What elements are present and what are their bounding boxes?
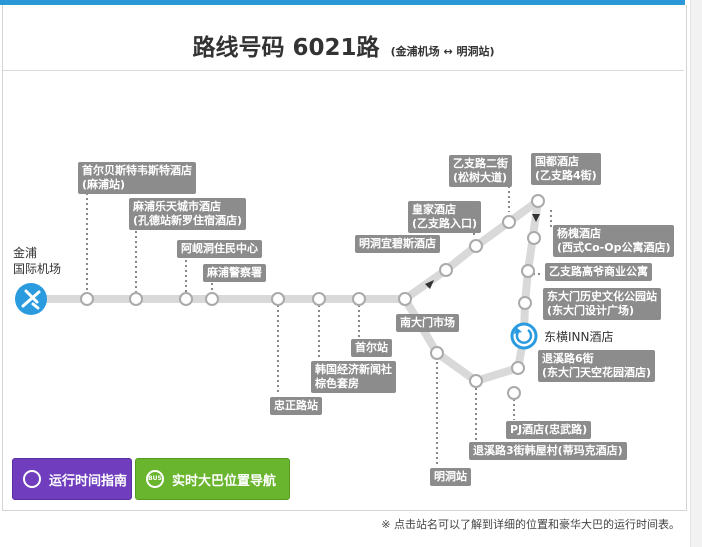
stop-marker[interactable] (527, 231, 541, 245)
stop-label-pj-hotel[interactable]: PJ酒店(忠武路) (506, 421, 592, 439)
stop-label-seoul-station[interactable]: 首尔站 (351, 339, 392, 357)
stop-label-korea-economic-daily[interactable]: 韩国经济新闻社 棕色套房 (311, 361, 396, 393)
stop-marker[interactable] (469, 374, 483, 388)
stop-marker[interactable] (469, 239, 483, 253)
stop-subname: (东大门设计广场) (547, 304, 635, 317)
stop-label-ddp[interactable]: 东大门历史文化公园站 (东大门设计广场) (543, 288, 661, 320)
stop-label-mapo-police[interactable]: 麻浦警察署 (203, 264, 266, 282)
bus-icon: BUS (146, 470, 164, 488)
stop-label-lotte-city-mapo[interactable]: 麻浦乐天城市酒店 (孔德站新罗住宿酒店) (129, 198, 247, 230)
route-title-bar: 路线号码 6021路 (金浦机场 ↔ 明洞站) (3, 6, 684, 71)
stop-name: 退溪路6街 (542, 352, 594, 365)
stop-marker[interactable] (502, 215, 516, 229)
stop-subname: (乙支路4街) (535, 169, 597, 182)
clock-icon (23, 470, 41, 488)
hotel-label-toyoko-inn[interactable]: 东横INN酒店 (544, 330, 614, 344)
schedule-guide-button[interactable]: 运行时间指南 (12, 458, 132, 500)
stop-subname: (乙支路入口) (412, 217, 478, 230)
stop-name: 首尔贝斯特韦斯特酒店 (82, 164, 192, 177)
stop-name: 乙支路二街 (453, 157, 508, 170)
stop-marker[interactable] (80, 292, 94, 306)
turnaround-icon (510, 322, 538, 350)
stop-subname: (松树大道) (453, 171, 508, 184)
stop-label-kukdo-hotel[interactable]: 国都酒店 (乙支路4街) (531, 153, 601, 185)
stop-marker[interactable] (511, 361, 525, 375)
stop-label-best-western-mapo[interactable]: 首尔贝斯特韦斯特酒店 (麻浦站) (78, 162, 196, 194)
airport-name-line2: 国际机场 (13, 262, 62, 276)
stop-marker[interactable] (531, 194, 545, 208)
stop-label-royal-hotel[interactable]: 皇家酒店 (乙支路入口) (408, 201, 482, 233)
stop-subname: (东大门天空花园酒店) (542, 366, 652, 379)
stop-marker[interactable] (398, 292, 412, 306)
stop-name: 麻浦乐天城市酒店 (133, 200, 221, 213)
stop-marker[interactable] (352, 292, 366, 306)
stop-marker[interactable] (179, 292, 193, 306)
page-title: 路线号码 6021路 (金浦机场 ↔ 明洞站) (3, 28, 684, 62)
stop-marker[interactable] (507, 386, 521, 400)
stop-label-ahyeon-dong[interactable]: 阿岘洞住民中心 (177, 240, 262, 258)
stop-name: 东大门历史文化公园站 (547, 290, 657, 303)
top-accent-bar (0, 0, 685, 5)
scrollbar[interactable] (690, 0, 702, 547)
stop-name: 杨槐酒店 (557, 227, 601, 240)
stop-marker[interactable] (129, 292, 143, 306)
stop-label-toegye-ro-6ga[interactable]: 退溪路6街 (东大门天空花园酒店) (538, 350, 656, 382)
stop-label-acacia-hotel[interactable]: 杨槐酒店 (西式Co-Op公寓酒店) (553, 225, 675, 257)
stop-name: 皇家酒店 (412, 203, 456, 216)
stop-marker[interactable] (205, 292, 219, 306)
stop-label-euljiro-2ga[interactable]: 乙支路二街 (松树大道) (449, 155, 512, 187)
stop-name: 韩国经济新闻社 (315, 363, 392, 376)
stop-label-euljiro-residence[interactable]: 乙支路高爷商业公寓 (545, 263, 652, 281)
footnote: ※ 点击站名可以了解到详细的位置和豪华大巴的运行时间表。 (381, 518, 680, 531)
realtime-bus-label: 实时大巴位置导航 (172, 473, 277, 489)
airport-name-line1: 金浦 (13, 246, 38, 260)
stop-label-ibis-myeongdong[interactable]: 明洞宜碧斯酒店 (355, 235, 440, 253)
stop-subname: (麻浦站) (82, 178, 126, 191)
stop-marker[interactable] (518, 296, 532, 310)
realtime-bus-button[interactable]: BUS 实时大巴位置导航 (135, 458, 290, 500)
stop-name: 国都酒店 (535, 155, 579, 168)
stop-label-chungjeongno[interactable]: 忠正路站 (270, 397, 322, 415)
stop-label-myeongdong-station[interactable]: 明洞站 (430, 468, 471, 486)
stop-marker[interactable] (271, 292, 285, 306)
stop-marker[interactable] (439, 263, 453, 277)
stop-subname: (西式Co-Op公寓酒店) (557, 241, 671, 254)
stop-marker[interactable] (521, 264, 535, 278)
stop-marker[interactable] (430, 346, 444, 360)
stop-subname: (孔德站新罗住宿酒店) (133, 214, 243, 227)
route-direction-subtitle: (金浦机场 ↔ 明洞站) (390, 45, 495, 58)
route-number-title: 路线号码 6021路 (192, 35, 380, 61)
stop-label-toegye-ro-3ga[interactable]: 退溪路3街韩屋村(蒂玛克酒店) (469, 442, 627, 460)
schedule-guide-label: 运行时间指南 (49, 473, 128, 489)
airport-label[interactable]: 金浦 国际机场 (13, 245, 61, 277)
stop-marker[interactable] (312, 292, 326, 306)
stop-label-namdaemun-market[interactable]: 南大门市场 (396, 314, 459, 332)
stop-subname: 棕色套房 (315, 377, 359, 390)
